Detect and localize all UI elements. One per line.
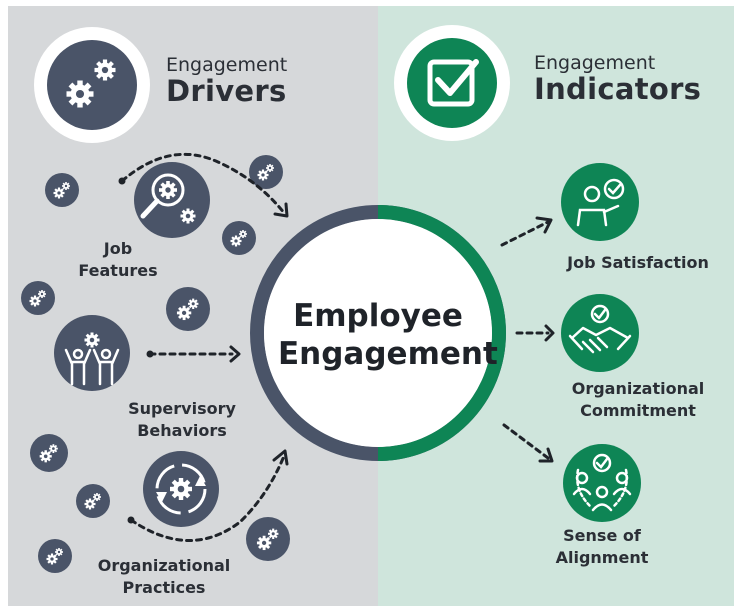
indicator-label-job-satisfaction: Job Satisfaction (548, 252, 728, 274)
gear-badge-icon (76, 484, 110, 518)
driver-label-line2: Practices (122, 578, 206, 597)
indicators-header-title: Indicators (534, 72, 702, 106)
indicator-label-line2: Commitment (580, 401, 696, 420)
driver-label-line1: Job (103, 239, 133, 258)
center-title: Employee Engagement (278, 297, 498, 373)
drivers-header-icon (34, 27, 150, 143)
arrow-job-satisfaction (500, 220, 550, 247)
gear-badge-icon (30, 434, 68, 472)
center-title-line1: Employee (293, 298, 463, 334)
driver-label-line2: Features (78, 261, 158, 280)
arrow-job-features (120, 152, 287, 216)
indicators-header-small: Engagement (534, 52, 656, 74)
gear-badge-icon (249, 155, 283, 189)
arrow-alignment (502, 423, 550, 460)
indicator-label-org-commitment: Organizational Commitment (548, 378, 728, 422)
team-gear-icon (54, 315, 130, 391)
cycle-gear-icon (143, 451, 219, 527)
gear-badge-icon (222, 221, 256, 255)
arrow-heads (118, 177, 555, 524)
connector-arrows (120, 152, 550, 542)
drivers-header-small: Engagement (166, 54, 288, 76)
gear-badge-icon (246, 517, 290, 561)
gear-badge-icon (21, 281, 55, 315)
arrow-org-practices (129, 454, 286, 542)
center-title-line2: Engagement (278, 336, 498, 372)
indicator-label-line1: Organizational (571, 379, 705, 398)
driver-label-job-features: Job Features (68, 238, 168, 282)
indicator-label-alignment: Sense of Alignment (532, 525, 672, 569)
drivers-header-title: Drivers (166, 74, 287, 108)
driver-label-org-practices: Organizational Practices (84, 555, 244, 599)
indicator-label-line1: Job Satisfaction (567, 253, 709, 272)
group-check-icon (563, 444, 641, 522)
gear-badge-icon (45, 173, 79, 207)
magnifier-gear-icon (134, 162, 210, 238)
driver-label-line2: Behaviors (137, 421, 227, 440)
gear-badge-icon (166, 287, 210, 331)
indicators-header-icon (394, 25, 510, 141)
driver-label-supervisory: Supervisory Behaviors (112, 398, 252, 442)
driver-label-line1: Supervisory (128, 399, 236, 418)
gear-badge-icon (38, 539, 72, 573)
presenter-check-icon (561, 163, 639, 241)
driver-label-line1: Organizational (97, 556, 231, 575)
gear-badges (21, 155, 290, 573)
engagement-ring (250, 205, 506, 461)
handshake-icon (561, 294, 639, 372)
indicator-label-line1: Sense of (563, 526, 641, 545)
indicator-label-line2: Alignment (555, 548, 649, 567)
